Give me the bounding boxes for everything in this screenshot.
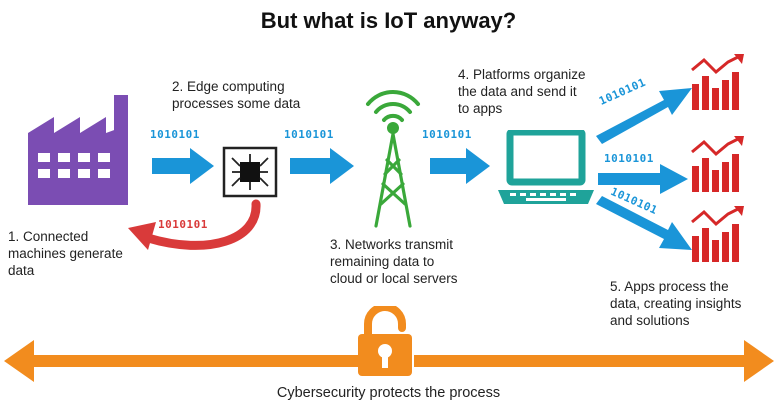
binary-stream-5: 1010101	[604, 152, 654, 165]
diagram-title: But what is IoT anyway?	[260, 8, 517, 33]
factory-icon	[28, 95, 128, 205]
step-2-label: 2. Edge computing processes some data	[172, 79, 301, 111]
lock-icon	[358, 306, 412, 376]
arrow-right-icon	[152, 148, 214, 184]
laptop-icon	[498, 130, 594, 204]
binary-stream-2: 1010101	[284, 128, 334, 141]
arrow-up-right-icon	[596, 88, 692, 144]
return-arrow-icon	[128, 199, 261, 250]
tower-icon	[366, 90, 420, 228]
step-5-label: 5. Apps process the data, creating insig…	[610, 279, 742, 328]
chart-icon	[691, 136, 744, 192]
step-3-label: 3. Networks transmit remaining data to c…	[330, 237, 458, 286]
chart-icon	[691, 206, 744, 262]
chart-icon	[691, 54, 744, 110]
chip-icon	[222, 146, 278, 198]
binary-stream-loop: 1010101	[158, 218, 208, 231]
binary-stream-1: 1010101	[150, 128, 200, 141]
arrow-right-icon	[290, 148, 354, 184]
arrow-down-right-icon	[596, 196, 692, 250]
arrow-right-icon	[598, 164, 688, 194]
security-double-arrow-icon	[4, 340, 774, 382]
step-4-label: 4. Platforms organize the data and send …	[458, 67, 586, 116]
step-1-label: 1. Connected machines generate data	[8, 229, 123, 278]
binary-stream-3: 1010101	[422, 128, 472, 141]
arrow-right-icon	[430, 148, 490, 184]
security-caption: Cybersecurity protects the process	[276, 385, 501, 401]
